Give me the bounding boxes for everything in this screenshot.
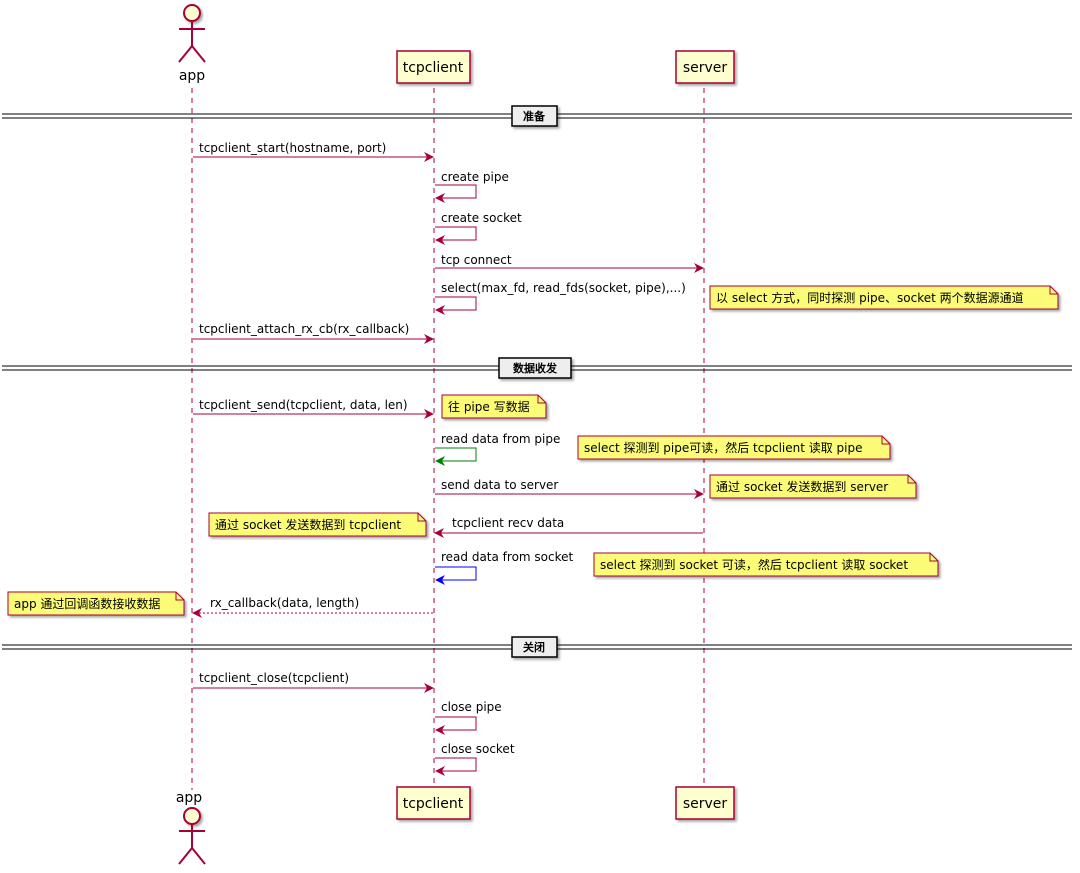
message-select-label: select(max_fd, read_fds(socket, pipe),..… (441, 281, 686, 295)
note-write-pipe-text: 往 pipe 写数据 (448, 399, 530, 414)
actor-app-top: app (178, 4, 206, 84)
message-create-socket-label: create socket (441, 211, 522, 225)
message-tcpclient-recv-label: tcpclient recv data (452, 516, 564, 530)
separator-prepare-label: 准备 (523, 109, 546, 123)
separator-close: 关闭 (2, 636, 1072, 658)
message-create-socket: create socket (435, 211, 522, 245)
message-read-from-socket: read data from socket (435, 550, 574, 585)
participant-tcpclient-top-label: tcpclient (403, 60, 464, 76)
message-send-to-server-label: send data to server (441, 478, 558, 492)
message-create-pipe: create pipe (435, 170, 509, 203)
message-close-socket-label: close socket (441, 742, 515, 756)
message-read-from-pipe-label: read data from pipe (441, 432, 560, 446)
note-write-pipe: 往 pipe 写数据 (441, 394, 547, 419)
message-attach-rx-cb: tcpclient_attach_rx_cb(rx_callback) (193, 322, 434, 344)
message-read-from-socket-label: read data from socket (441, 550, 574, 564)
message-send-to-server: send data to server (435, 478, 704, 499)
participant-server-bottom: server (675, 786, 735, 820)
message-tcpclient-start: tcpclient_start(hostname, port) (193, 141, 434, 162)
message-close-pipe: close pipe (435, 700, 502, 735)
message-close-pipe-label: close pipe (441, 700, 502, 714)
note-socket-to-server: 通过 socket 发送数据到 server (709, 474, 917, 499)
message-select: select(max_fd, read_fds(socket, pipe),..… (435, 281, 686, 315)
participant-server-top-label: server (683, 60, 728, 76)
separator-data-exchange-label: 数据收发 (513, 361, 558, 375)
note-select-pipe-readable: select 探测到 pipe可读，然后 tcpclient 读取 pipe (577, 435, 891, 460)
note-app-callback: app 通过回调函数接收数据 (7, 591, 185, 616)
note-app-callback-text: app 通过回调函数接收数据 (14, 596, 160, 611)
actor-app-bottom-label: app (176, 790, 202, 806)
note-socket-to-tcpclient-text: 通过 socket 发送数据到 tcpclient (215, 517, 401, 532)
note-select-mode: 以 select 方式，同时探测 pipe、socket 两个数据源通道 (709, 285, 1059, 310)
message-tcpclient-send-label: tcpclient_send(tcpclient, data, len) (199, 398, 408, 412)
note-select-socket-readable: select 探测到 socket 可读，然后 tcpclient 读取 soc… (593, 552, 939, 577)
message-tcpclient-close-label: tcpclient_close(tcpclient) (199, 671, 349, 685)
message-close-socket: close socket (435, 742, 515, 776)
note-socket-to-server-text: 通过 socket 发送数据到 server (716, 479, 888, 494)
message-tcp-connect: tcp connect (435, 253, 704, 273)
note-select-socket-readable-text: select 探测到 socket 可读，然后 tcpclient 读取 soc… (600, 557, 908, 572)
message-read-from-pipe: read data from pipe (435, 432, 560, 466)
note-select-pipe-readable-text: select 探测到 pipe可读，然后 tcpclient 读取 pipe (584, 440, 863, 455)
separator-close-label: 关闭 (523, 640, 545, 654)
participant-tcpclient-bottom: tcpclient (396, 786, 471, 820)
participant-server-bottom-label: server (683, 796, 728, 812)
participant-tcpclient-top: tcpclient (396, 50, 471, 84)
message-tcp-connect-label: tcp connect (441, 253, 512, 267)
message-rx-callback-label: rx_callback(data, length) (210, 596, 359, 610)
participant-server-top: server (675, 50, 735, 84)
message-tcpclient-start-label: tcpclient_start(hostname, port) (199, 141, 386, 155)
message-tcpclient-close: tcpclient_close(tcpclient) (193, 671, 434, 693)
note-select-mode-text: 以 select 方式，同时探测 pipe、socket 两个数据源通道 (716, 290, 1024, 305)
message-attach-rx-cb-label: tcpclient_attach_rx_cb(rx_callback) (199, 322, 409, 336)
message-tcpclient-send: tcpclient_send(tcpclient, data, len) (193, 398, 434, 419)
actor-app-bottom: app (176, 790, 206, 865)
note-socket-to-tcpclient: 通过 socket 发送数据到 tcpclient (208, 512, 427, 537)
message-tcpclient-recv: tcpclient recv data (434, 516, 703, 538)
message-rx-callback: rx_callback(data, length) (192, 596, 433, 618)
actor-app-top-label: app (179, 68, 205, 84)
separator-prepare: 准备 (2, 105, 1072, 127)
message-create-pipe-label: create pipe (441, 170, 509, 184)
separator-data-exchange: 数据收发 (2, 357, 1072, 379)
participant-tcpclient-bottom-label: tcpclient (403, 796, 464, 812)
